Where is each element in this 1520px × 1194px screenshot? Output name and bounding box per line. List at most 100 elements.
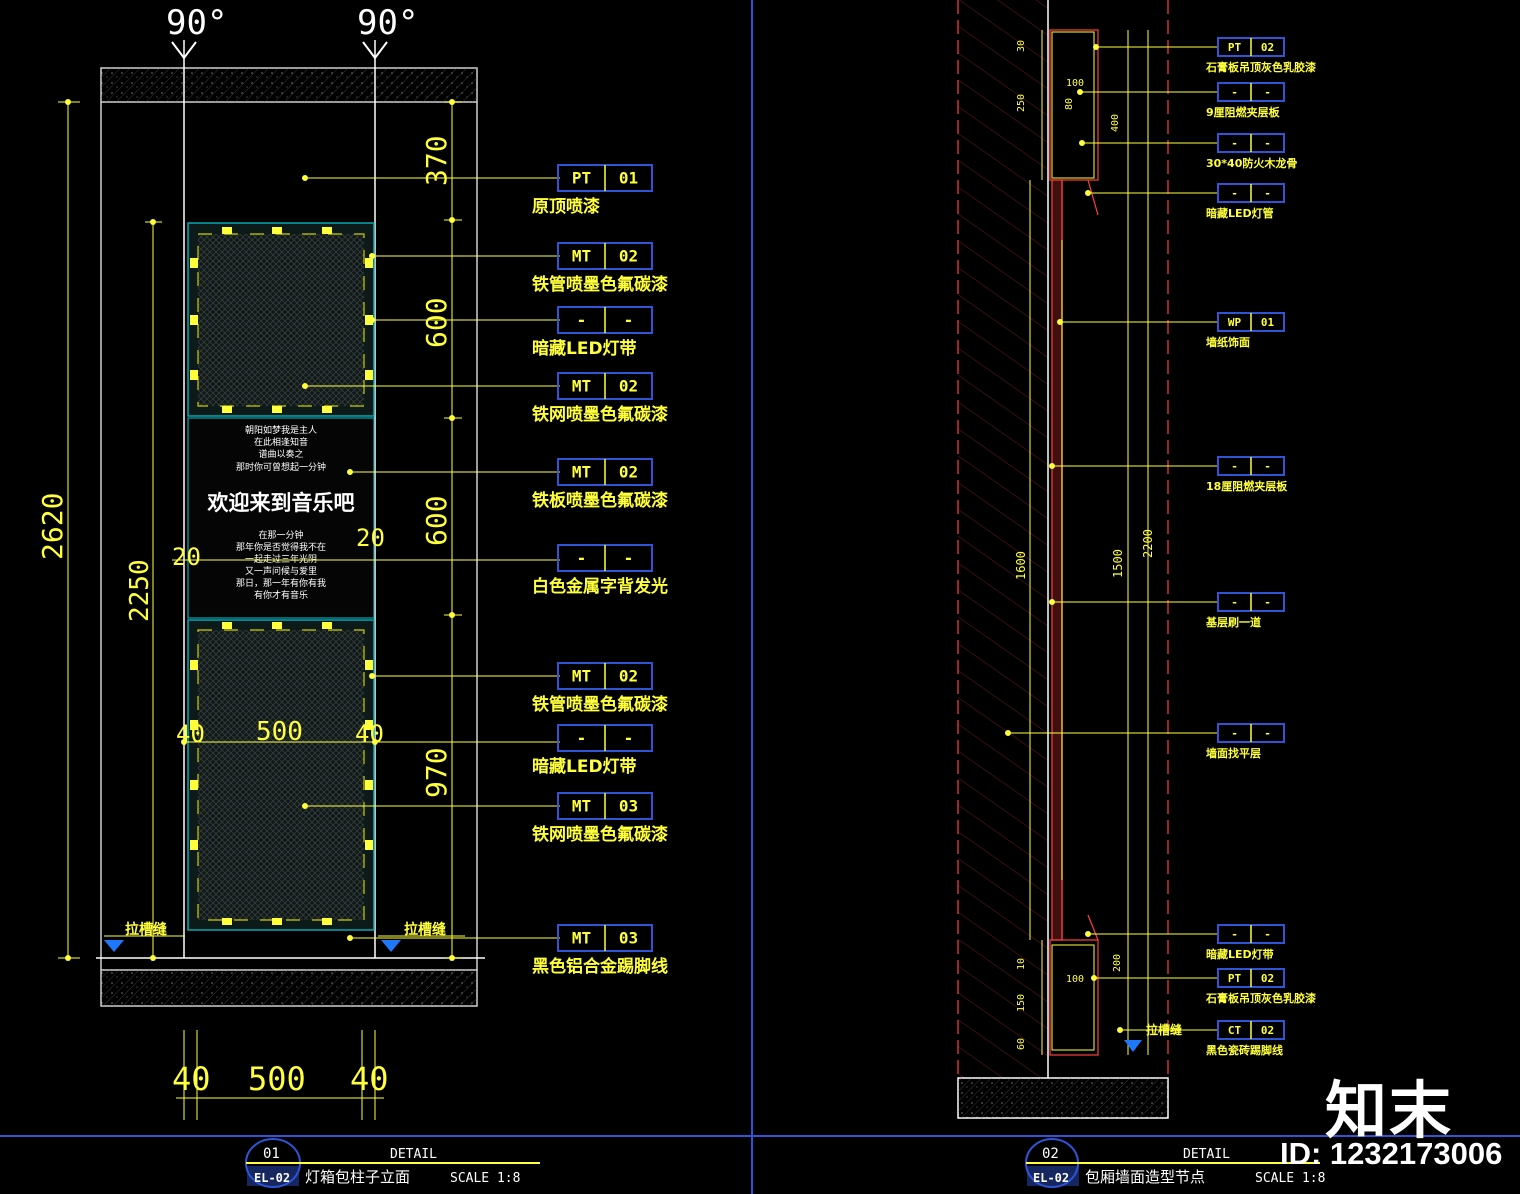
callout-tag: --基层刷一道	[1205, 592, 1285, 629]
callout-label: 暗藏LED灯带	[532, 338, 637, 359]
sign-text: 朝阳如梦我是主人 在此相逢知音 谱曲以奏之 那时你可曾想起一分钟 欢迎来到音乐吧…	[207, 424, 355, 601]
svg-text:那年你是否觉得我不在: 那年你是否觉得我不在	[236, 541, 326, 553]
sign-main-text: 欢迎来到音乐吧	[207, 491, 355, 515]
dim-40-right: 40	[355, 720, 384, 748]
callout-label: 原顶喷漆	[532, 196, 600, 217]
callout-label: 墙面找平层	[1206, 746, 1261, 760]
svg-text:150: 150	[1016, 994, 1027, 1012]
callout-label: 铁板喷墨色氟碳漆	[532, 490, 668, 511]
section-details-yellow	[1041, 30, 1095, 1055]
callout-code: 03	[619, 797, 638, 816]
dim-2250: 2250	[125, 559, 155, 622]
callout-code: CT	[1228, 1024, 1242, 1037]
callout-tag: - - 9厘阻燃夹层板	[1206, 82, 1285, 119]
detail-ref: EL-02	[1033, 1171, 1069, 1185]
section-small-dims-top: 30 250 100 80 400	[1016, 40, 1121, 132]
angle-marker-left: 90°	[166, 3, 227, 60]
dim-1600: 1600	[1014, 551, 1028, 580]
section-small-dims-bottom: 10 150 200 100 60	[1016, 954, 1123, 1050]
dim-500-inner: 500	[256, 717, 303, 747]
callout-label: 9厘阻燃夹层板	[1206, 105, 1281, 119]
svg-text:10: 10	[1016, 958, 1027, 970]
dim-ticks	[65, 99, 455, 961]
callout-code: MT	[572, 377, 591, 396]
callout-code: 02	[619, 667, 638, 686]
callout-label: 白色金属字背发光	[532, 576, 668, 597]
callout-label: 黑色瓷砖踢脚线	[1206, 1043, 1283, 1057]
callout-code: 02	[619, 377, 638, 396]
callout-code: PT	[1228, 41, 1242, 54]
svg-text:朝阳如梦我是主人: 朝阳如梦我是主人	[245, 424, 317, 436]
callout-code: WP	[1228, 316, 1242, 329]
callout-label: 18厘阻燃夹层板	[1206, 479, 1288, 493]
callout-code: MT	[572, 463, 591, 482]
svg-text:那时你可曾想起一分钟: 那时你可曾想起一分钟	[236, 461, 326, 473]
callout-code: -	[624, 729, 634, 748]
angle-label: 90°	[166, 3, 227, 43]
callout-code: MT	[572, 667, 591, 686]
callout-code: -	[1231, 86, 1238, 99]
dim-20-right: 20	[356, 524, 385, 552]
title-block-right: 02 EL-02 DETAIL 包厢墙面造型节点 SCALE 1:8	[1025, 1138, 1325, 1188]
svg-text:又一声问候与爱里: 又一声问候与爱里	[245, 565, 317, 577]
wall-build-up	[1049, 29, 1099, 1056]
dim-40-bottom-right: 40	[350, 1060, 389, 1098]
callout-code: PT	[1228, 972, 1242, 985]
callout-code: 01	[1261, 316, 1275, 329]
callout-code: -	[1231, 727, 1238, 740]
callout-tag: --白色金属字背发光	[532, 544, 668, 597]
callout-code: -	[1264, 86, 1271, 99]
callout-label: 石膏板吊顶灰色乳胶漆	[1205, 991, 1316, 1005]
angle-marker-right: 90°	[357, 3, 418, 60]
detail-number: 01	[263, 1146, 280, 1162]
callout-code: PT	[572, 169, 591, 188]
callout-tag: --30*40防火木龙骨	[1206, 133, 1297, 170]
callout-tag: MT 02 铁板喷墨色氟碳漆	[532, 458, 668, 511]
dim-600-upper: 600	[420, 297, 453, 348]
detail-title: 灯箱包柱子立面	[305, 1168, 410, 1186]
lightbox-lower	[187, 619, 375, 931]
floor-label: 拉槽缝	[125, 921, 167, 938]
floor-label: 拉槽缝	[1146, 1022, 1182, 1037]
bottom-dims: 40 500 40	[172, 1030, 389, 1120]
dim-970: 970	[420, 747, 453, 798]
floor-marker-right: 拉槽缝	[1124, 1022, 1182, 1052]
inner-dims: 40 500 40 20 20	[172, 524, 560, 748]
callout-code: MT	[572, 797, 591, 816]
detail-scale: SCALE 1:8	[1255, 1171, 1325, 1186]
watermark-brand: 知末	[1325, 1074, 1454, 1147]
svg-text:200: 200	[1112, 954, 1123, 972]
callout-label: 暗藏LED灯带	[1206, 947, 1274, 961]
callout-tag: --墙面找平层	[1206, 723, 1285, 760]
callout-code: 03	[619, 929, 638, 948]
callout-tag: --暗藏LED灯管	[1206, 183, 1285, 220]
dim-1500: 1500	[1111, 549, 1125, 578]
leader-lines	[302, 175, 560, 941]
sign-panel	[187, 417, 375, 619]
dim-500-bottom: 500	[248, 1060, 306, 1098]
callout-code: -	[1264, 187, 1271, 200]
callout-label: 铁管喷墨色氟碳漆	[532, 274, 668, 295]
callout-code: -	[1264, 460, 1271, 473]
watermark-id: ID: 1232173006	[1280, 1136, 1503, 1171]
callout-label: 铁网喷墨色氟碳漆	[532, 404, 668, 425]
dim-overall	[58, 101, 462, 959]
dim-600-lower: 600	[420, 495, 453, 546]
callout-code: 02	[619, 463, 638, 482]
svg-text:在那一分钟: 在那一分钟	[258, 529, 303, 541]
callout-tag: MT 02 铁网喷墨色氟碳漆	[532, 372, 668, 425]
dim-2620: 2620	[36, 493, 69, 560]
callout-code: 02	[619, 247, 638, 266]
detail-ref: EL-02	[254, 1171, 290, 1185]
callout-code: -	[1231, 187, 1238, 200]
detail-word: DETAIL	[390, 1147, 437, 1162]
wall-section	[957, 0, 1169, 1119]
